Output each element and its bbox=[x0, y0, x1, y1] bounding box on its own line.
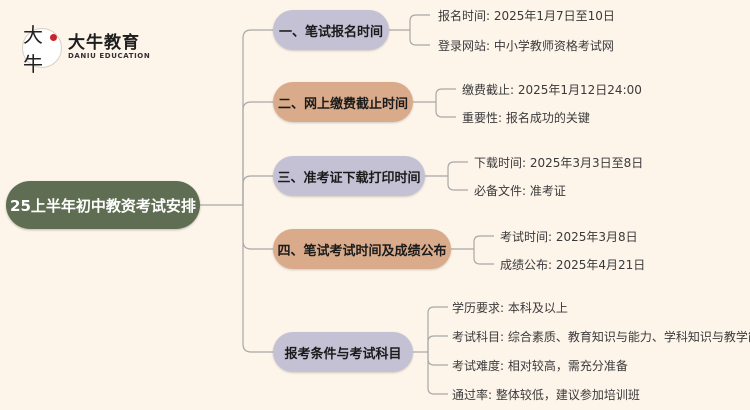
branch-connector bbox=[242, 29, 273, 205]
logo-seal-dot bbox=[50, 34, 57, 41]
leaf-item: 登录网站: 中小学教师资格考试网 bbox=[438, 39, 614, 53]
leaf-item: 缴费截止: 2025年1月12日24:00 bbox=[462, 83, 642, 97]
leaf-connector bbox=[447, 161, 468, 176]
branch-node-registration: 一、笔试报名时间 bbox=[273, 10, 389, 50]
leaf-connector bbox=[427, 352, 448, 395]
leaf-connector bbox=[435, 102, 456, 118]
branch-connector bbox=[242, 205, 273, 353]
brand-name-en: DANIU EDUCATION bbox=[68, 52, 151, 61]
leaf-item: 重要性: 报名成功的关键 bbox=[462, 111, 590, 125]
leaf-connector bbox=[447, 176, 468, 191]
leaf-connector bbox=[427, 352, 448, 366]
branch-node-exam-results: 四、笔试考试时间及成绩公布 bbox=[273, 229, 451, 269]
branch-connector bbox=[242, 175, 273, 205]
leaf-item: 考试时间: 2025年3月8日 bbox=[500, 230, 638, 244]
leaf-connector bbox=[473, 249, 494, 265]
leaf-item: 通过率: 整体较低，建议参加培训班 bbox=[452, 388, 640, 402]
logo-icon: 大牛 bbox=[22, 23, 62, 76]
logo-glyph: 大牛 bbox=[23, 23, 43, 76]
brand-logo: 大牛 大牛教育 DANIU EDUCATION bbox=[22, 23, 151, 76]
leaf-item: 考试科目: 综合素质、教育知识与能力、学科知识与教学能力 bbox=[452, 330, 750, 344]
leaf-connector bbox=[473, 235, 494, 249]
leaf-item: 下载时间: 2025年3月3日至8日 bbox=[474, 156, 644, 170]
leaf-connector bbox=[427, 306, 448, 352]
leaf-item: 成绩公布: 2025年4月21日 bbox=[500, 258, 646, 272]
branch-connector bbox=[242, 205, 273, 250]
branch-node-payment: 二、网上缴费截止时间 bbox=[273, 82, 413, 122]
branch-node-admission-ticket: 三、准考证下载打印时间 bbox=[273, 156, 425, 196]
root-node: 25上半年初中教资考试安排 bbox=[6, 181, 200, 229]
leaf-connector bbox=[409, 30, 430, 46]
branch-connector bbox=[242, 101, 273, 205]
branch-node-requirements: 报考条件与考试科目 bbox=[273, 332, 413, 372]
logo-text: 大牛教育 DANIU EDUCATION bbox=[68, 33, 151, 61]
leaf-connector bbox=[435, 88, 456, 102]
leaf-item: 考试难度: 相对较高，需充分准备 bbox=[452, 359, 628, 373]
leaf-item: 学历要求: 本科及以上 bbox=[452, 301, 568, 315]
leaf-item: 报名时间: 2025年1月7日至10日 bbox=[438, 9, 615, 23]
leaf-connector bbox=[409, 14, 430, 30]
leaf-connector bbox=[427, 335, 448, 352]
leaf-item: 必备文件: 准考证 bbox=[474, 184, 566, 198]
brand-name-cn: 大牛教育 bbox=[68, 33, 140, 54]
